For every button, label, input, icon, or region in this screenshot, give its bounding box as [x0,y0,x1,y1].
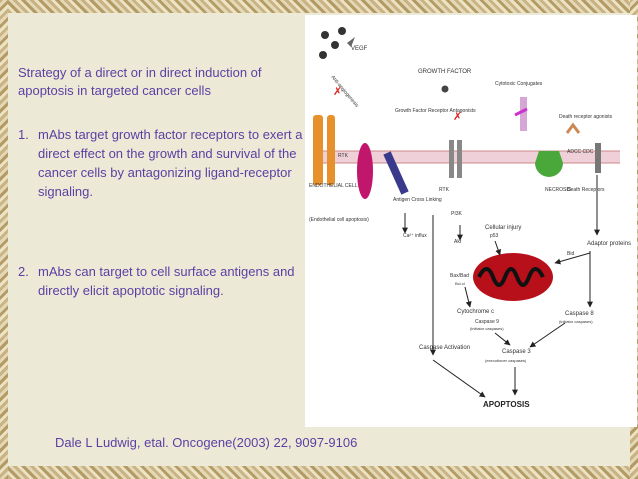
endothelial-receptor-shape [313,115,323,185]
block-x-icon: ✗ [453,111,462,123]
rtk-receptor-shape [449,140,454,178]
cytochrome-c-label: Cytochrome c [457,309,494,315]
antigen-receptor-shape [383,151,409,195]
slide-intro: Strategy of a direct or in direct induct… [18,65,262,98]
list-item-2: 2. mAbs can target to cell surface antig… [18,262,303,300]
vegf-label: VEGF [351,46,368,52]
apoptosis-label: APOPTOSIS [483,400,530,409]
decorative-border-top [0,0,638,13]
cytotoxic-label: Cytotoxic Conjugates [495,81,543,87]
citation: Dale L Ludwig, etal. Oncogene(2003) 22, … [55,435,358,450]
necrosis-label: NECROSIS [545,187,572,193]
decorative-border-bottom [0,466,638,479]
caspase-activation-label: Caspase Activation [419,345,470,351]
caspase8-sub-label: (initiator caspases) [559,319,593,324]
caspase3-sub-label: (executioner caspases) [485,358,527,363]
rtk-label-2: RTK [439,187,450,193]
p53-label: p53 [490,233,499,239]
caspase8-label: Caspase 8 [565,311,594,317]
diagram-canvas: VEGF Anti-angiogenesis GROWTH FACTOR Gro… [309,27,631,409]
akt-label: Akt [454,239,462,245]
rtk-label: RTK [338,153,349,159]
pathway-arrows [402,175,600,398]
caspase9-label: Caspase 9 [475,319,499,325]
bax-bad-label: Bax/Bad [450,273,469,279]
death-receptor-agonists-label: Death receptor agonists [559,114,613,120]
vegf-molecules [319,27,355,59]
list-number: 1. [18,127,29,142]
endothelial-cell-shape [357,143,373,199]
death-receptors-label: Death Receptors [567,187,605,193]
ca-influx-label: Ca²⁺ influx [403,233,427,239]
adaptor-proteins-label: Adaptor proteins [587,241,631,247]
decorative-border-left [0,0,8,479]
pi3k-label: PI3K [451,211,463,217]
endothelial-label: ENDOTHELIAL CELLS [309,183,361,189]
list-number: 2. [18,264,29,279]
antigen-crosslinking-label: Antigen Cross Linking [393,197,442,203]
caspase9-sub-label: (initiator caspases) [470,326,504,331]
gf-receptor-antagonists-label: Growth Factor Receptor Antagonists [395,108,476,114]
death-receptor-shape [595,143,601,173]
caspase3-label: Caspase 3 [502,349,531,355]
mitochondrion-shape [473,253,553,301]
cellular-injury-label: Cellular injury [485,225,521,231]
complement-shape [535,151,563,177]
cytotoxic-conjugate-shape [520,97,527,131]
bcl-xl-label: Bcl-xl [455,281,465,286]
apoptosis-diagram: VEGF Anti-angiogenesis GROWTH FACTOR Gro… [305,15,637,427]
growth-factor-label: GROWTH FACTOR [418,69,472,75]
endothelial-apoptosis-label: (Endothelial cell apoptosis) [309,217,369,223]
death-agonist-antibody-icon [565,122,581,134]
adcc-cdc-label: ADCC CDC [567,149,594,155]
block-x-icon: ✗ [333,86,342,98]
bid-label: Bid [567,251,574,257]
list-text: mAbs target growth factor receptors to e… [38,127,303,199]
growth-factor-dot [441,85,449,93]
list-text: mAbs can target to cell surface antigens… [38,264,295,298]
list-item-1: 1. mAbs target growth factor receptors t… [18,125,303,201]
